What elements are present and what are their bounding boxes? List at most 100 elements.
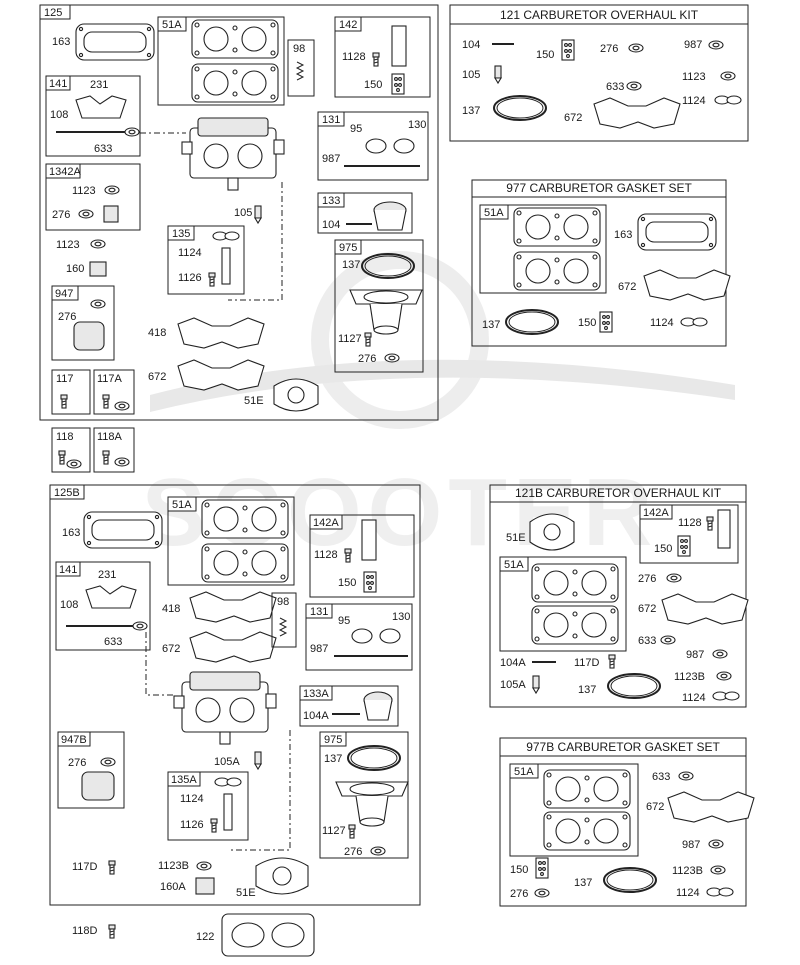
kit121-ref-672: 672 [564, 112, 582, 124]
ref-142: 142 [339, 19, 357, 31]
ref-95: 95 [350, 123, 362, 135]
ref-231-b: 231 [98, 569, 116, 581]
kit977b-ref-987: 987 [682, 839, 700, 851]
ref-130-b: 130 [392, 611, 410, 623]
ref-122: 122 [196, 931, 214, 943]
ref-1128-b: 1128 [314, 549, 338, 561]
ref-1123: 1123 [72, 185, 96, 197]
kit121-ref-987: 987 [684, 39, 702, 51]
kit977-ref-150: 150 [578, 317, 596, 329]
ref-137-b: 137 [324, 753, 342, 765]
ref-987-b: 987 [310, 643, 328, 655]
ref-418-b: 418 [162, 603, 180, 615]
ref-231: 231 [90, 79, 108, 91]
kit-977: 977 CARBURETOR GASKET SET 51A 163 672 13… [471, 179, 731, 347]
ref-276-e: 276 [344, 846, 362, 858]
ref-51E: 51E [244, 395, 264, 407]
ref-987: 987 [322, 153, 340, 165]
kit121b-ref-105A: 105A [500, 679, 526, 691]
ref-1123B: 1123B [158, 860, 189, 872]
ref-276-b: 276 [58, 311, 76, 323]
kit-121B-title: 121B CARBURETOR OVERHAUL KIT [515, 486, 722, 500]
kit977b-ref-150: 150 [510, 864, 528, 876]
ref-150: 150 [364, 79, 382, 91]
ref-163: 163 [52, 36, 70, 48]
kit-121-title: 121 CARBURETOR OVERHAUL KIT [500, 8, 699, 22]
kit-977B: 977B CARBURETOR GASKET SET 51A 633 672 9… [499, 737, 755, 907]
kit977-ref-163: 163 [614, 229, 632, 241]
ref-118D: 118D [72, 925, 98, 937]
kit121b-ref-987: 987 [686, 649, 704, 661]
kit121-ref-137: 137 [462, 105, 480, 117]
kit121-ref-105: 105 [462, 69, 480, 81]
ref-1124-b: 1124 [180, 793, 204, 805]
ref-1127-b: 1127 [322, 825, 346, 837]
kit121b-ref-51A: 51A [504, 559, 524, 571]
kit121-ref-276: 276 [600, 43, 618, 55]
ref-95-b: 95 [338, 615, 350, 627]
kit121b-ref-1128: 1128 [678, 517, 702, 529]
kit-977-title: 977 CARBURETOR GASKET SET [506, 181, 692, 195]
ref-104A: 104A [303, 710, 329, 722]
ref-1342A: 1342A [49, 166, 81, 178]
kit977-ref-51A: 51A [484, 207, 504, 219]
kit977b-ref-51A: 51A [514, 766, 534, 778]
ref-108: 108 [50, 109, 68, 121]
kit977b-ref-672: 672 [646, 801, 664, 813]
kit121b-ref-51E: 51E [506, 532, 526, 544]
ref-104: 104 [322, 219, 340, 231]
ref-975: 975 [339, 242, 357, 254]
kit-121: 121 CARBURETOR OVERHAUL KIT 104 150 276 … [449, 4, 749, 142]
kit121b-ref-276: 276 [638, 573, 656, 585]
ref-633: 633 [94, 143, 112, 155]
kit121b-ref-104A: 104A [500, 657, 526, 669]
kit-121B: 121B CARBURETOR OVERHAUL KIT 51E 142A 11… [489, 484, 749, 708]
ref-135A: 135A [171, 774, 197, 786]
ref-276-c: 276 [358, 353, 376, 365]
ref-118: 118 [56, 431, 74, 443]
kit977b-ref-633: 633 [652, 771, 670, 783]
ref-133: 133 [322, 195, 340, 207]
ref-98: 98 [293, 43, 305, 55]
ref-51E-b: 51E [236, 887, 256, 899]
kit121b-ref-1123B: 1123B [674, 671, 705, 683]
ref-117A: 117A [97, 373, 123, 385]
ref-131: 131 [322, 114, 340, 126]
kit977b-ref-276: 276 [510, 888, 528, 900]
kit121b-ref-1124: 1124 [682, 692, 706, 704]
ref-105A: 105A [214, 756, 240, 768]
ref-125B: 125B [54, 487, 80, 499]
kit121-ref-1124: 1124 [682, 95, 706, 107]
ref-141-b: 141 [59, 564, 77, 576]
ref-672-b: 672 [162, 643, 180, 655]
kit977-ref-672: 672 [618, 281, 636, 293]
ref-975-b: 975 [324, 734, 342, 746]
ref-130: 130 [408, 119, 426, 131]
ref-1126: 1126 [178, 272, 202, 284]
ref-276-d: 276 [68, 757, 86, 769]
ref-117: 117 [56, 373, 74, 385]
kit977b-ref-137: 137 [574, 877, 592, 889]
ref-1123-b: 1123 [56, 239, 80, 251]
ref-276: 276 [52, 209, 70, 221]
ref-160: 160 [66, 263, 84, 275]
ref-51A: 51A [162, 19, 182, 31]
section-125: 125 163 51A 98 142 1128 150 141 231 108 … [39, 4, 439, 473]
ref-947B: 947B [61, 734, 87, 746]
ref-117D: 117D [72, 861, 98, 873]
kit121b-ref-137: 137 [578, 684, 596, 696]
kit-977B-title: 977B CARBURETOR GASKET SET [526, 740, 720, 754]
ref-160A: 160A [160, 881, 186, 893]
ref-672: 672 [148, 371, 166, 383]
kit977-ref-1124: 1124 [650, 317, 674, 329]
ref-51A-b: 51A [172, 499, 192, 511]
ref-108-b: 108 [60, 599, 78, 611]
kit121-ref-150: 150 [536, 49, 554, 61]
ref-163-b: 163 [62, 527, 80, 539]
ref-131-b: 131 [310, 606, 328, 618]
ref-418: 418 [148, 327, 166, 339]
ref-1124: 1124 [178, 247, 202, 259]
kit121-ref-633: 633 [606, 81, 624, 93]
kit977b-ref-1124: 1124 [676, 887, 700, 899]
